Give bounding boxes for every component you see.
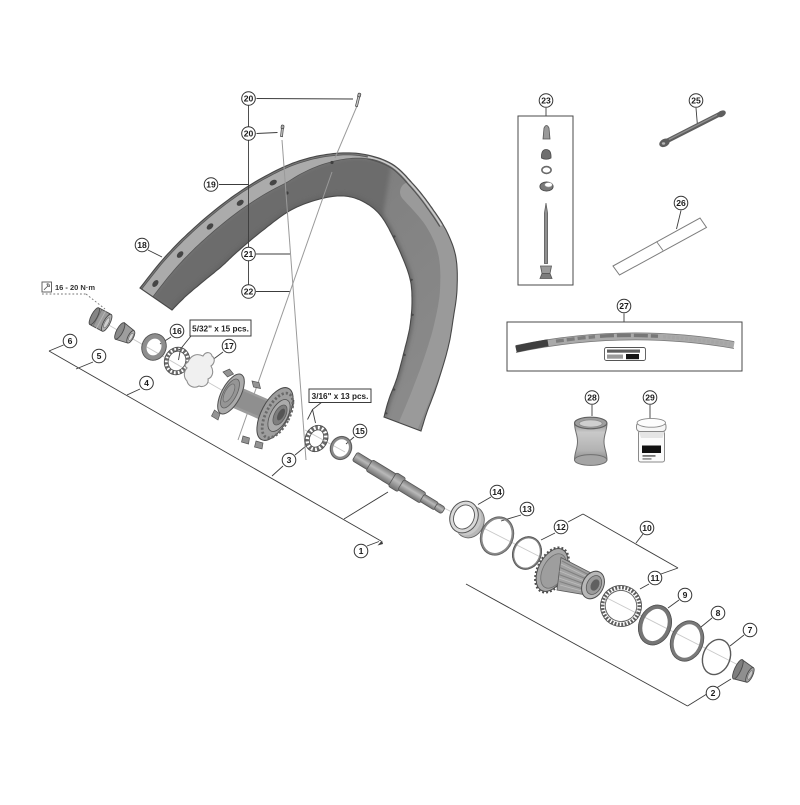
svg-text:17: 17 — [224, 341, 234, 351]
svg-text:11: 11 — [650, 573, 659, 583]
svg-text:8: 8 — [716, 608, 721, 618]
svg-text:19: 19 — [206, 180, 216, 190]
svg-text:2: 2 — [711, 688, 716, 698]
svg-text:29: 29 — [645, 393, 655, 403]
svg-text:15: 15 — [355, 426, 365, 436]
svg-text:26: 26 — [676, 198, 686, 208]
svg-text:23: 23 — [541, 96, 551, 106]
svg-text:3/16" x 13 pcs.: 3/16" x 13 pcs. — [312, 392, 369, 401]
svg-text:6: 6 — [68, 336, 73, 346]
svg-text:20: 20 — [244, 94, 254, 104]
svg-text:27: 27 — [619, 301, 629, 311]
svg-text:18: 18 — [137, 240, 147, 250]
svg-text:20: 20 — [244, 129, 254, 139]
svg-text:4: 4 — [144, 378, 149, 388]
svg-text:16: 16 — [172, 326, 182, 336]
svg-text:9: 9 — [683, 590, 688, 600]
svg-text:13: 13 — [522, 504, 532, 514]
svg-text:22: 22 — [244, 287, 254, 297]
svg-text:5/32" x 15 pcs.: 5/32" x 15 pcs. — [192, 325, 249, 334]
svg-text:28: 28 — [587, 393, 597, 403]
svg-text:3: 3 — [287, 455, 292, 465]
svg-text:7: 7 — [748, 625, 753, 635]
svg-text:21: 21 — [244, 249, 254, 259]
svg-text:25: 25 — [691, 96, 701, 106]
svg-text:12: 12 — [556, 522, 566, 532]
svg-text:5: 5 — [97, 351, 102, 361]
svg-text:14: 14 — [492, 487, 502, 497]
svg-text:16 - 20 N·m: 16 - 20 N·m — [55, 283, 95, 292]
svg-text:1: 1 — [359, 546, 364, 556]
svg-text:10: 10 — [642, 523, 652, 533]
